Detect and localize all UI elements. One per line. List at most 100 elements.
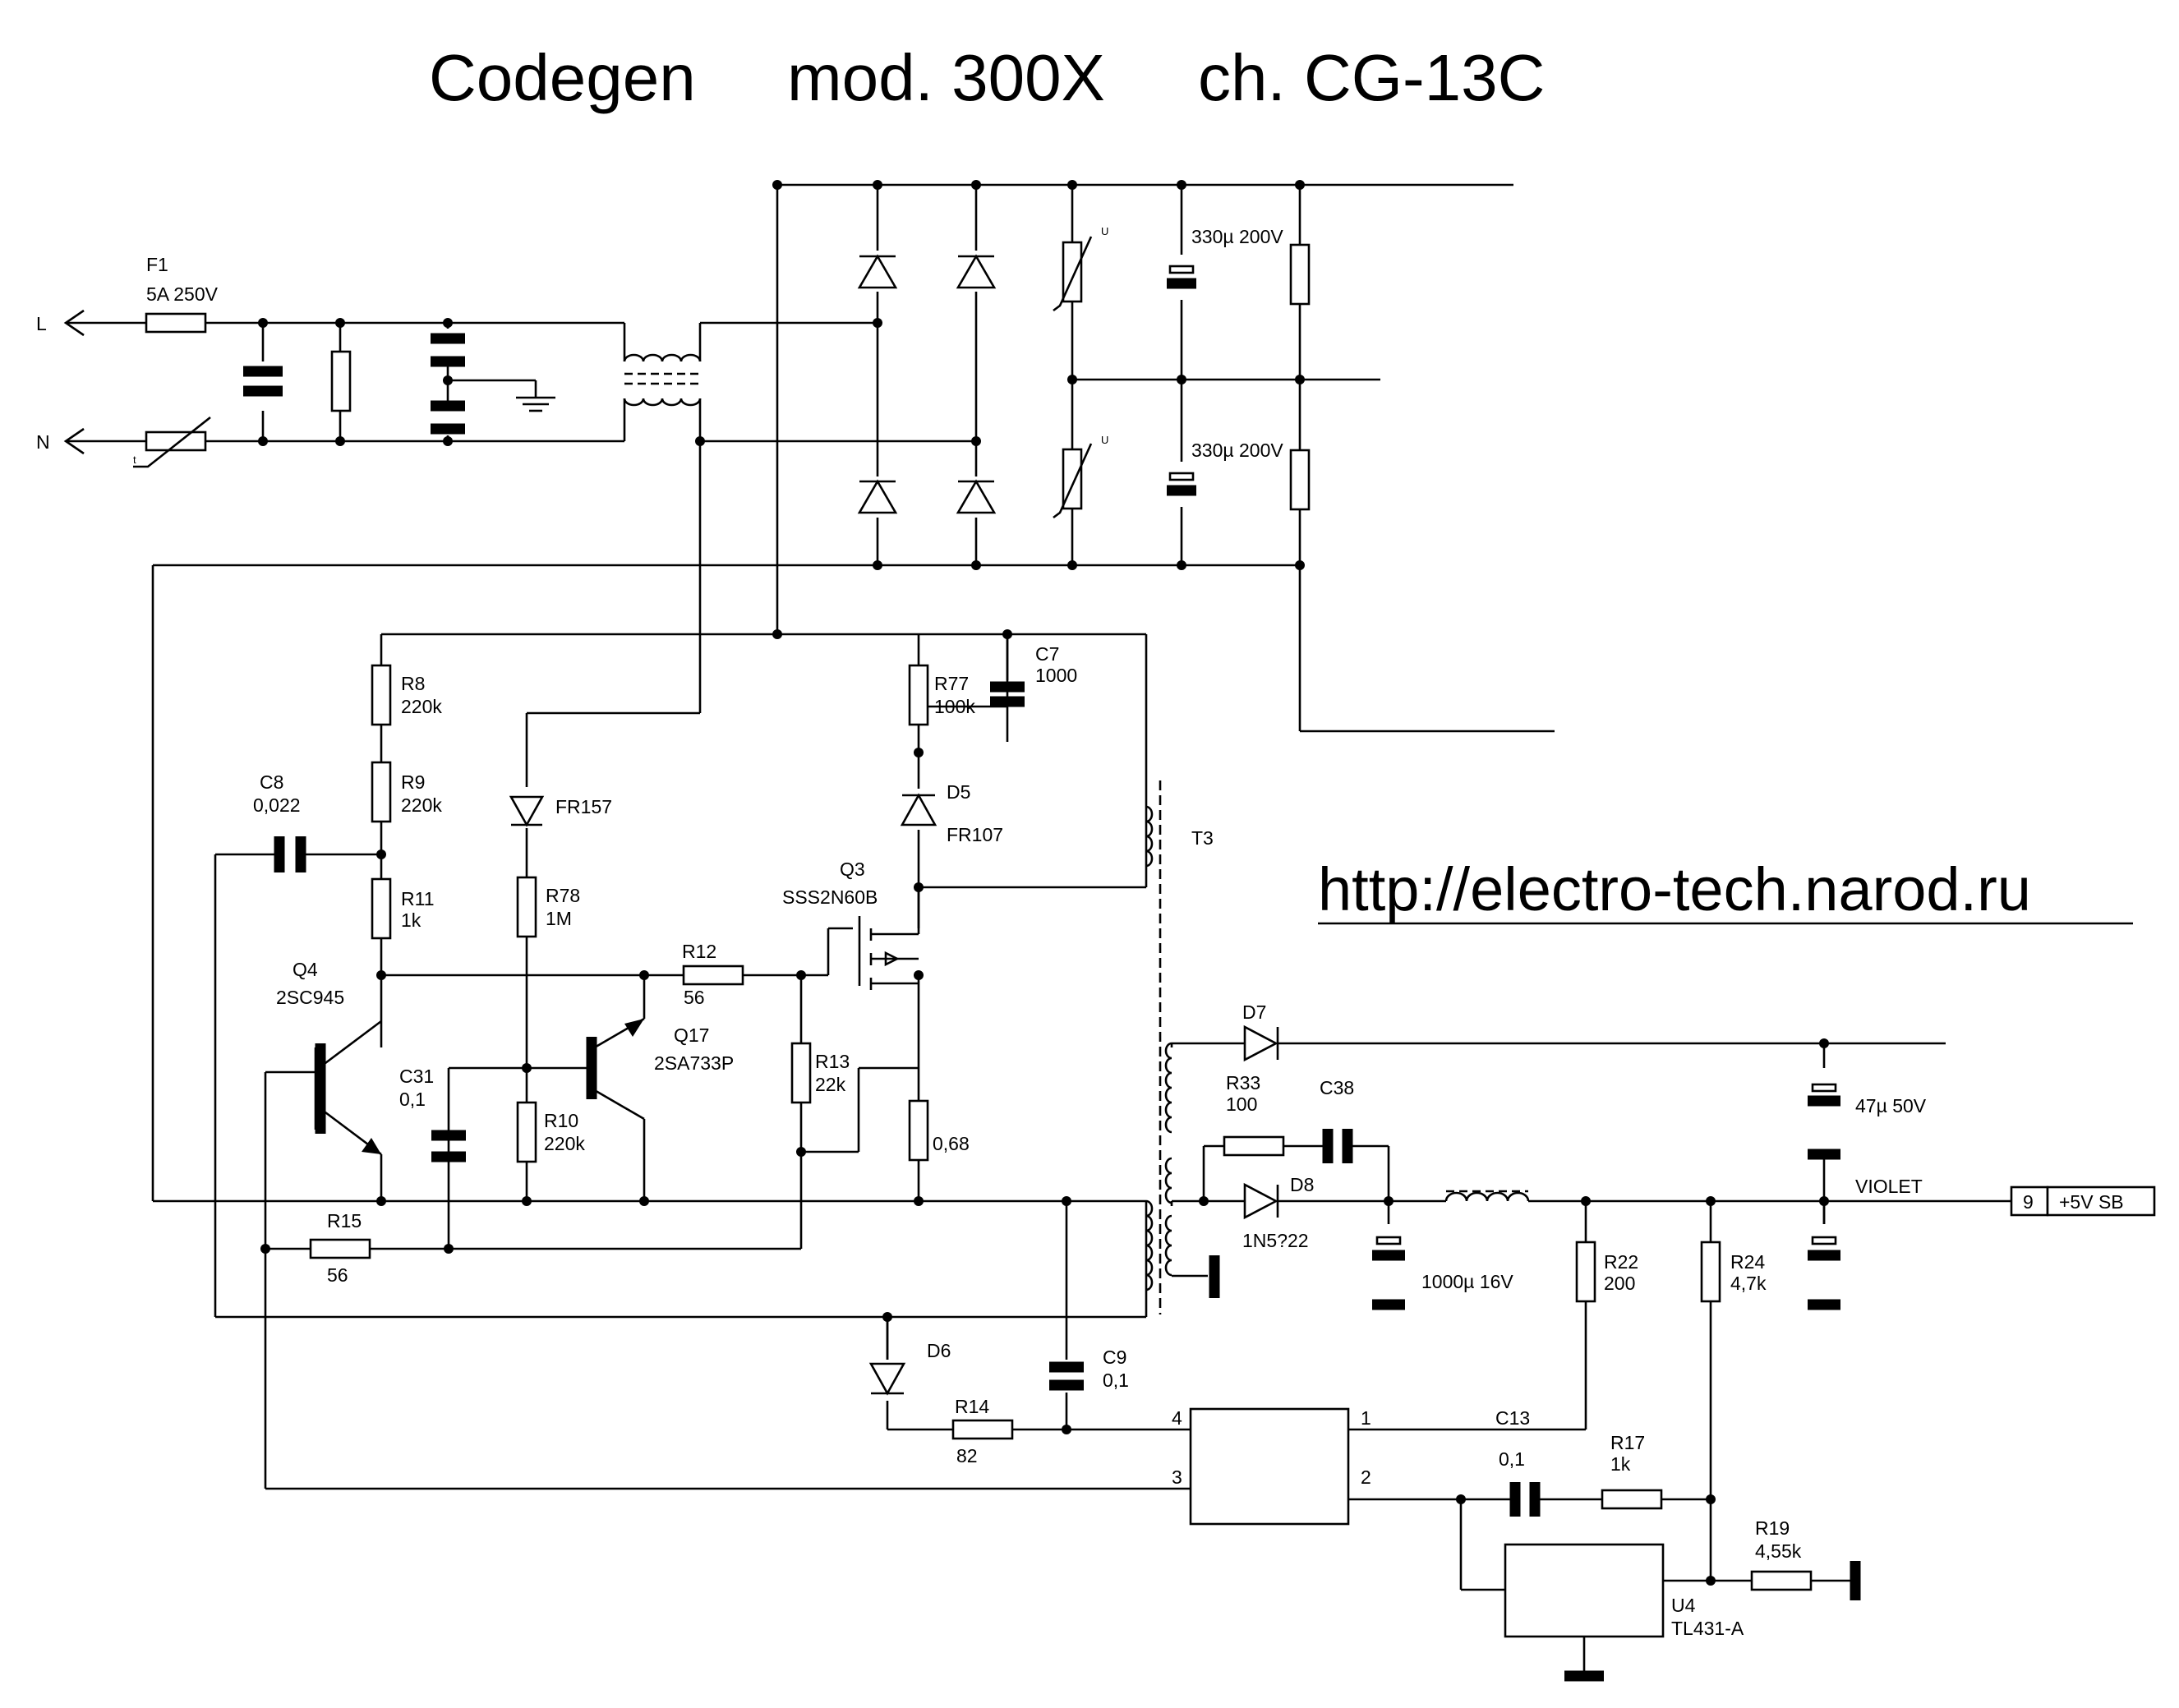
r11-ref: R11 — [401, 888, 435, 909]
r22-value: 200 — [1604, 1273, 1635, 1294]
r8-value: 220k — [401, 696, 442, 717]
c9-ref: C9 — [1103, 1347, 1126, 1368]
q4-value: 2SC945 — [276, 987, 344, 1008]
resistor-r78 — [516, 876, 537, 938]
fuse-f1 — [145, 312, 207, 334]
fr157-label: FR157 — [555, 796, 612, 817]
f1-ref: F1 — [146, 254, 168, 275]
transformer-t3: T3 — [1145, 780, 1220, 1314]
secondary-circuit: D7 47µ 50V R33 100 C38 D8 1N5?22 1000µ 1… — [1172, 1001, 2156, 1581]
resistor-sense — [908, 1099, 929, 1162]
r15-ref: R15 — [327, 1210, 362, 1232]
r12-value: 56 — [684, 987, 705, 1008]
q17-value: 2SA733P — [654, 1052, 734, 1074]
r12-ref: R12 — [682, 941, 716, 962]
varistor-top-mark: U — [1101, 225, 1108, 237]
q17-ref: Q17 — [674, 1024, 709, 1046]
bridge-and-bulk: U U 330µ 200V 330µ 200V — [153, 180, 1555, 733]
c47-value: 47µ 50V — [1855, 1095, 1927, 1116]
bleeder-resistor — [330, 350, 352, 412]
q3-ref: Q3 — [840, 859, 865, 880]
r33-ref: R33 — [1226, 1072, 1260, 1093]
r77-value: 100k — [934, 696, 975, 717]
resistor-r22 — [1575, 1241, 1596, 1303]
opto-pin-4: 4 — [1172, 1407, 1182, 1429]
d6-ref: D6 — [927, 1340, 951, 1361]
resistor-r24 — [1700, 1241, 1721, 1303]
c8-ref: C8 — [260, 771, 283, 793]
title-model: mod. 300X — [787, 41, 1105, 114]
thermistor-mark: t — [133, 453, 136, 466]
tl431-u4 — [1504, 1543, 1665, 1638]
r22-ref: R22 — [1604, 1251, 1638, 1273]
resistor-r17 — [1601, 1489, 1663, 1510]
q4-ref: Q4 — [293, 959, 318, 980]
c13-ref: C13 — [1495, 1407, 1530, 1429]
thermistor-ntc — [145, 430, 207, 452]
sense-value: 0,68 — [933, 1133, 970, 1154]
title-brand: Codegen — [429, 41, 696, 114]
r77-ref: R77 — [934, 673, 969, 694]
c13-value: 0,1 — [1499, 1448, 1525, 1470]
c38-ref: C38 — [1320, 1077, 1354, 1098]
wire-color-label: VIOLET — [1855, 1176, 1923, 1197]
c7-value: 1000 — [1035, 665, 1077, 686]
resistor-r12 — [682, 964, 744, 986]
r14-ref: R14 — [955, 1396, 989, 1417]
resistor-r10 — [516, 1101, 537, 1163]
resistor-r13 — [790, 1042, 812, 1104]
r13-value: 22k — [815, 1074, 846, 1095]
r14-value: 82 — [956, 1445, 978, 1466]
t3-ref: T3 — [1191, 827, 1214, 849]
terminal-n-label: N — [36, 431, 50, 453]
source-url: http://electro-tech.narod.ru — [1318, 855, 2031, 923]
output-name: +5V SB — [2059, 1191, 2124, 1213]
u4-value: TL431-A — [1671, 1618, 1744, 1639]
r19-ref: R19 — [1755, 1517, 1790, 1539]
mains-input: L N F1 5A 250V t — [36, 254, 976, 468]
resistor-r77 — [908, 664, 929, 726]
c1000-value: 1000µ 16V — [1421, 1271, 1513, 1292]
r19-value: 4,55k — [1755, 1540, 1802, 1562]
output-name-box — [2046, 1185, 2156, 1217]
r9-value: 220k — [401, 794, 442, 816]
opto-pin-2: 2 — [1361, 1466, 1371, 1488]
output-pin-box — [2010, 1185, 2049, 1217]
r17-ref: R17 — [1610, 1432, 1645, 1453]
title-chassis: ch. CG-13C — [1198, 41, 1545, 114]
r15-value: 56 — [327, 1264, 348, 1286]
d8-ref: D8 — [1290, 1174, 1314, 1195]
primary-circuit: R8 220k R9 220k R11 1k C8 0,022 Q4 2SC94… — [151, 441, 1191, 1490]
r78-value: 1M — [546, 908, 572, 929]
bulk-cap-bottom-value: 330µ 200V — [1191, 440, 1283, 461]
r9-ref: R9 — [401, 771, 425, 793]
output-pin: 9 — [2023, 1191, 2034, 1213]
feedback-loop: 4 3 1 2 C13 0,1 R17 1k U4 TL431-A R19 4,… — [1172, 1407, 1861, 1682]
d8-value: 1N5?22 — [1242, 1230, 1309, 1251]
opto-pin-3: 3 — [1172, 1466, 1182, 1488]
r13-ref: R13 — [815, 1051, 850, 1072]
c7-ref: C7 — [1035, 643, 1059, 665]
d5-ref: D5 — [947, 781, 970, 803]
d5-value: FR107 — [947, 824, 1003, 845]
r8-ref: R8 — [401, 673, 425, 694]
r10-ref: R10 — [544, 1110, 578, 1131]
r24-ref: R24 — [1730, 1251, 1765, 1273]
r11-value: 1k — [401, 909, 422, 931]
c9-value: 0,1 — [1103, 1370, 1129, 1391]
r33-value: 100 — [1226, 1093, 1257, 1115]
r78-ref: R78 — [546, 885, 580, 906]
varistor-bottom-mark: U — [1101, 434, 1108, 446]
resistor-r33 — [1223, 1135, 1285, 1157]
terminal-l-label: L — [36, 313, 47, 334]
r24-value: 4,7k — [1730, 1273, 1767, 1294]
optocoupler — [1189, 1407, 1350, 1526]
r10-value: 220k — [544, 1133, 585, 1154]
r17-value: 1k — [1610, 1453, 1631, 1475]
resistor-r8 — [371, 664, 392, 726]
resistor-r14 — [951, 1419, 1014, 1440]
d7-ref: D7 — [1242, 1001, 1266, 1023]
resistor-r15 — [309, 1238, 371, 1259]
opto-pin-1: 1 — [1361, 1407, 1371, 1429]
